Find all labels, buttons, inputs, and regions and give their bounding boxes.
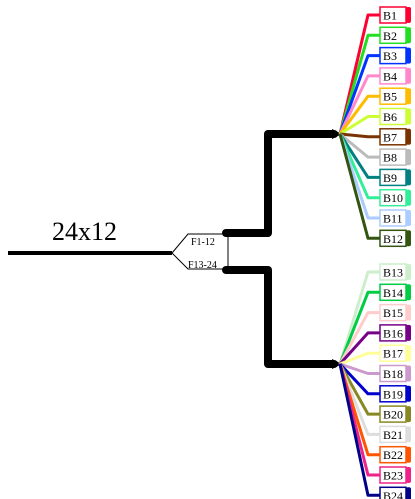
branch-b9-line — [338, 133, 380, 179]
branch-b14-connector-cap — [406, 284, 411, 301]
branch-b4-line — [338, 74, 380, 135]
branch-b10-line — [338, 133, 380, 200]
branch-b12-label: B12 — [383, 232, 403, 246]
branch-b19-line — [338, 362, 380, 396]
branch-b16-connector-cap — [406, 324, 411, 341]
branch-b17-label: B17 — [383, 347, 403, 361]
branch-b22-label: B22 — [383, 448, 403, 462]
branch-b13-label: B13 — [383, 266, 403, 280]
branch-b20-line — [338, 363, 380, 416]
branch-b20-label: B20 — [383, 408, 403, 422]
upper-sub-cable — [222, 130, 338, 237]
lower-sub-cable — [222, 266, 338, 368]
branch-b21-line — [338, 363, 380, 436]
branch-b14-line — [338, 290, 380, 365]
branch-b10-label: B10 — [383, 191, 403, 205]
fanout-upper-label: F1-12 — [191, 237, 215, 248]
branch-b11-line — [338, 133, 380, 220]
upper-splitter-node — [332, 129, 342, 139]
branch-b6-label: B6 — [383, 110, 397, 124]
branch-b2-connector-cap — [406, 27, 411, 44]
branch-b7-connector-cap — [406, 128, 411, 145]
branch-b5-label: B5 — [383, 90, 397, 104]
branch-b24-connector-cap — [406, 487, 411, 499]
branch-b23-connector-cap — [406, 467, 411, 483]
branch-b20-connector-cap — [406, 406, 411, 423]
branch-b24-label: B24 — [383, 489, 403, 499]
branch-b5-line — [338, 94, 380, 135]
fanout-lower-label: F13-24 — [188, 260, 217, 271]
branch-b15-connector-cap — [406, 304, 411, 321]
branch-b9-label: B9 — [383, 171, 397, 185]
labels-layer: B1B2B3B4B5B6B7B8B9B10B11B12B13B14B15B16B… — [379, 6, 411, 499]
branch-b11-label: B11 — [383, 212, 403, 226]
branch-b8-label: B8 — [383, 151, 397, 165]
branch-b6-connector-cap — [406, 108, 411, 125]
main-cable-label: 24x12 — [52, 217, 117, 246]
branches-layer — [338, 13, 380, 497]
branch-b1-label: B1 — [383, 9, 397, 23]
branch-b4-label: B4 — [383, 69, 397, 83]
branch-b8-connector-cap — [406, 149, 411, 166]
branch-b4-connector-cap — [406, 67, 411, 84]
branch-b3-label: B3 — [383, 49, 397, 63]
branch-b17-connector-cap — [406, 345, 411, 362]
branch-b14-label: B14 — [383, 286, 403, 300]
branch-b11-connector-cap — [406, 210, 411, 226]
branch-b15-label: B15 — [383, 306, 403, 320]
branch-b13-connector-cap — [406, 264, 411, 280]
branch-b12-line — [338, 133, 380, 240]
branch-b16-line — [338, 331, 380, 366]
branch-b3-connector-cap — [406, 47, 411, 64]
branch-b7-line — [339, 132, 380, 139]
branch-b18-label: B18 — [383, 367, 403, 381]
branch-b2-label: B2 — [383, 29, 397, 43]
branch-b18-line — [339, 362, 380, 375]
branch-b9-connector-cap — [406, 169, 411, 186]
branch-b6-line — [339, 115, 380, 136]
lower-splitter-node — [332, 359, 342, 369]
branch-b19-connector-cap — [406, 385, 411, 402]
branch-b1-connector-cap — [406, 7, 411, 23]
branch-b3-line — [338, 54, 380, 135]
branch-b15-line — [338, 311, 380, 365]
branch-b17-line — [339, 351, 380, 366]
branch-b1-line — [338, 13, 380, 135]
branch-b21-label: B21 — [383, 428, 403, 442]
branch-b2-line — [338, 33, 380, 135]
branch-b24-line — [338, 363, 380, 497]
branch-b19-label: B19 — [383, 387, 403, 401]
branch-b12-connector-cap — [406, 230, 411, 247]
branch-b8-line — [339, 132, 380, 159]
branch-b10-connector-cap — [406, 189, 411, 206]
branch-b18-connector-cap — [406, 365, 411, 382]
branch-b22-line — [338, 363, 380, 457]
branch-b7-label: B7 — [383, 130, 397, 144]
branch-b23-label: B23 — [383, 469, 403, 483]
branch-b21-connector-cap — [406, 426, 411, 443]
branch-b22-connector-cap — [406, 446, 411, 463]
fanout-connector: F1-12 F13-24 — [171, 233, 229, 271]
branch-b13-line — [338, 270, 380, 365]
branch-b16-label: B16 — [383, 326, 403, 340]
branch-b5-connector-cap — [406, 88, 411, 105]
